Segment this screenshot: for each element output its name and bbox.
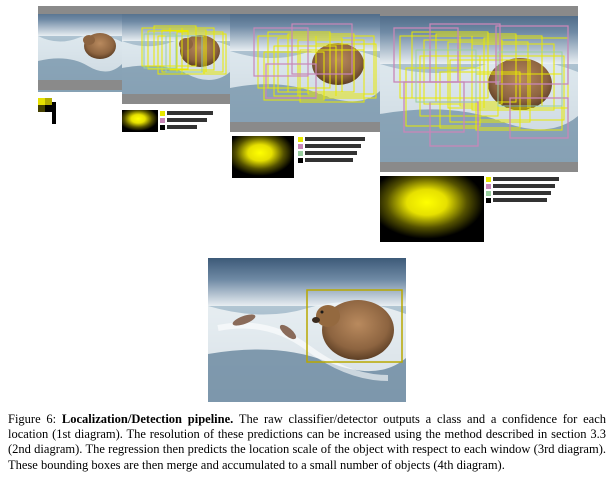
diagram-3-heatmap — [232, 136, 294, 178]
figure-title: Localization/Detection pipeline. — [61, 412, 234, 426]
diagram-4-heatmap — [380, 176, 484, 242]
diagram-2-scene — [122, 6, 230, 101]
figure-caption-text: The raw classifier/detector outputs a cl… — [8, 412, 606, 472]
diagram-1 — [38, 6, 122, 124]
figure-caption: Figure 6: Localization/Detection pipelin… — [8, 412, 606, 473]
final-detection-scene — [208, 258, 406, 402]
diagram-3-scene — [230, 6, 380, 126]
diagram-4 — [380, 6, 578, 246]
final-detection-image — [208, 258, 406, 402]
figure-label: Figure 6: — [8, 412, 57, 426]
diagram-2 — [122, 6, 230, 132]
diagram-1-heatmap — [38, 98, 52, 112]
final-bounding-box — [306, 289, 403, 363]
diagram-2-heatmap — [122, 110, 158, 132]
diagram-3 — [230, 6, 380, 184]
diagram-4-scene — [380, 6, 578, 164]
